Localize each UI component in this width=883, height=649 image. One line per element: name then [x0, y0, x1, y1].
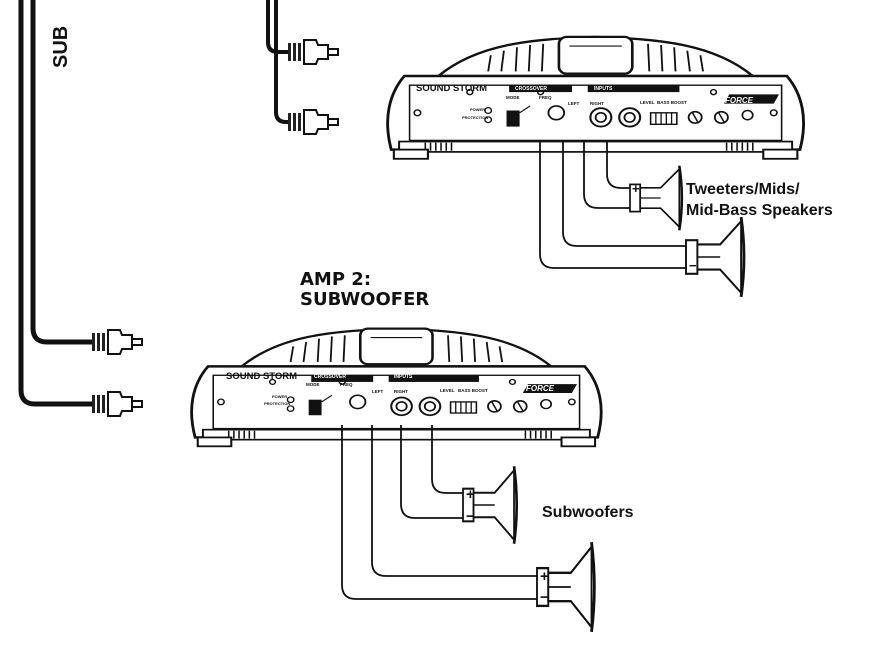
tweeters-label-line2: Mid-Bass Speakers: [686, 202, 833, 219]
subwoofer-2-minus: −: [540, 589, 549, 606]
amp1-protection-label: PROTECTION: [462, 115, 488, 120]
speaker-tweeter-mid: [628, 164, 684, 232]
amp1-freq-label: FREQ: [539, 95, 552, 100]
rca-plug-amp1-1: [287, 39, 339, 65]
amp1-speaker-wire-2: [562, 140, 688, 247]
speaker-mid-bass-minus: −: [689, 258, 697, 273]
amp1-power-label: POWER: [470, 107, 485, 112]
amp1-rca-cable-2: [274, 0, 288, 124]
amp2-right-label: RIGHT: [394, 389, 408, 394]
sub-rca-cable-2: [18, 0, 92, 407]
amp2-speaker-wire-3: [400, 425, 464, 519]
speaker-mid-bass: [684, 215, 746, 299]
amp2-brand: SOUND STORM: [226, 371, 297, 382]
amp2-model: FORCE: [526, 384, 555, 393]
subwoofer-2-plus: +: [540, 568, 549, 585]
amp2-speaker-wire-1: [341, 425, 538, 600]
amp1-speaker-wire-3: [583, 140, 630, 209]
amp2-speaker-wire-4: [431, 425, 464, 494]
amp2-freq-label: FREQ: [340, 382, 353, 387]
amp2-inputs-label: INPUTS: [394, 374, 413, 380]
amp2-bass-boost-label: BASS BOOST: [458, 388, 488, 393]
amp1-left-label: LEFT: [568, 101, 579, 106]
amp2-heading-line2: SUBWOOFER: [300, 289, 429, 310]
amp1-crossover-label: CROSSOVER: [515, 86, 547, 92]
amp1-brand: SOUND STORM: [416, 83, 487, 94]
tweeters-label-line1: Tweeters/Mids/: [686, 181, 800, 198]
amp1-level-label: LEVEL: [640, 100, 655, 105]
amp1-speaker-wire-1: [539, 140, 688, 269]
sub-rca-cable-1: [30, 0, 92, 345]
rca-plug-sub-1: [91, 329, 143, 355]
rca-plug-sub-2: [91, 391, 143, 417]
amp1-mode-label: MODE: [506, 95, 520, 100]
amp2-crossover-label: CROSSOVER: [314, 374, 346, 380]
subwoofer-1: [461, 464, 519, 546]
sub-label: SUB: [50, 26, 72, 68]
subwoofer-2: [535, 540, 597, 634]
amp1-right-label: RIGHT: [590, 101, 604, 106]
amp2-left-label: LEFT: [372, 389, 383, 394]
speaker-tweeter-plus: +: [632, 181, 640, 196]
amp2-power-label: POWER: [272, 394, 287, 399]
amp1-model: FORCE: [725, 96, 754, 105]
subwoofer-1-plus: +: [466, 486, 475, 503]
amp2-level-label: LEVEL: [440, 388, 455, 393]
rca-plug-amp1-2: [287, 109, 339, 135]
amp2-mode-label: MODE: [306, 382, 320, 387]
subwoofer-1-minus: −: [466, 508, 475, 525]
amp1-inputs-label: INPUTS: [594, 86, 613, 92]
amp2-heading-line1: AMP 2:: [300, 269, 371, 290]
amp2-protection-label: PROTECTION: [264, 401, 290, 406]
amp2-speaker-wire-2: [371, 425, 538, 577]
subwoofers-label: Subwoofers: [542, 504, 634, 521]
amp1-speaker-wire-4: [606, 140, 630, 189]
amp1-bass-boost-label: BASS BOOST: [657, 100, 687, 105]
